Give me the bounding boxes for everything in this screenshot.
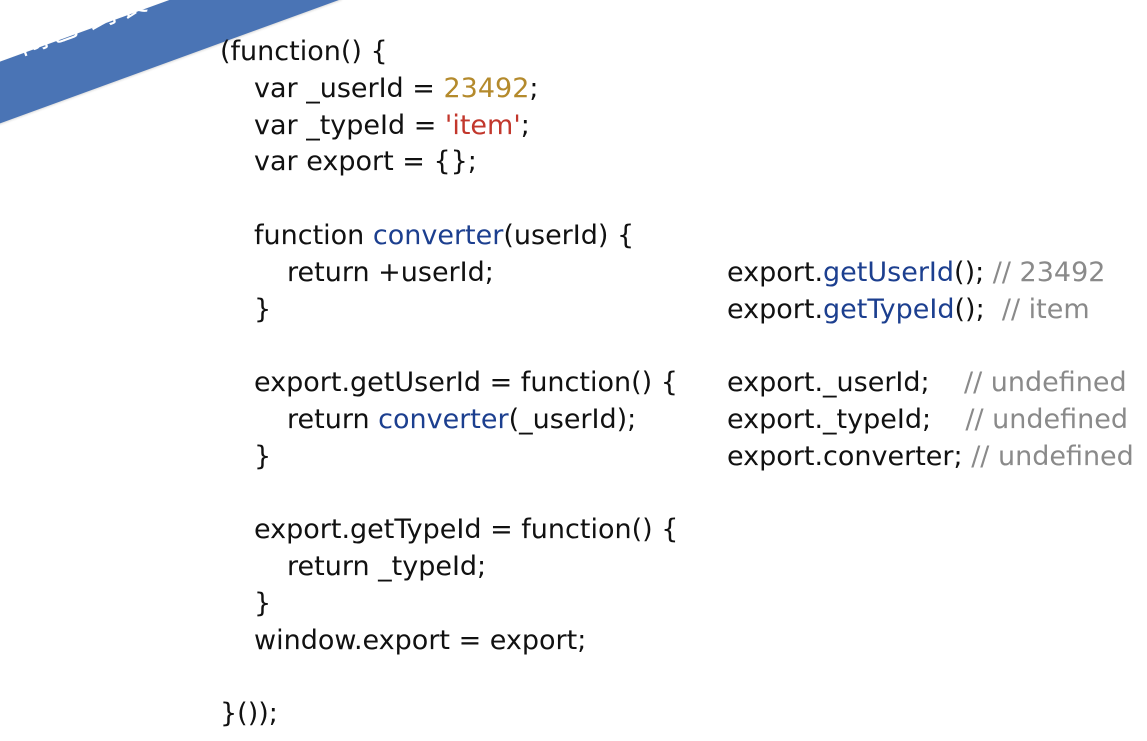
code-block-left: (function() {var _userId = 23492;var _ty… [220, 34, 720, 733]
code-token: converter [372, 219, 504, 251]
code-token: } [254, 293, 272, 325]
code-token: export.converter; [727, 440, 972, 472]
left_code-line [220, 660, 720, 697]
left_code-line: return _typeId; [220, 549, 720, 586]
code-token: export. [727, 293, 824, 325]
code-token: getUserId [823, 257, 955, 288]
code-token: export._typeId; [727, 404, 966, 436]
left_code-line [220, 181, 720, 218]
left_code-line [220, 476, 720, 513]
code-token: export._userId; [727, 367, 964, 399]
right_code-line [727, 329, 1137, 366]
code-token: getTypeId [823, 293, 955, 325]
left_code-line [220, 328, 720, 365]
right_code-line: export.getUserId(); // 23492 [727, 255, 1137, 292]
code-token: ; [520, 109, 530, 141]
code-token: } [254, 440, 272, 472]
code-token: export.getUserId = function() { [254, 367, 678, 399]
code-token: converter [378, 403, 509, 435]
code-token: // 23492 [992, 257, 1106, 288]
left_code-line: } [220, 586, 720, 623]
right_code-line: export._typeId; // undefined [727, 402, 1137, 439]
code-token: export. [727, 257, 824, 288]
left_code-line: return +userId; [220, 255, 720, 292]
code-token: function [254, 219, 373, 251]
right_code-line: export._userId; // undefined [727, 365, 1137, 402]
left_code-line: return converter(_userId); [220, 402, 720, 439]
left_code-line: export.getTypeId = function() { [220, 512, 720, 549]
code-token: (); [954, 293, 1002, 325]
left_code-line: }()); [220, 696, 720, 733]
left_code-line: var _userId = 23492; [220, 71, 720, 108]
left_code-line: window.export = export; [220, 623, 720, 660]
code-token: export.getTypeId = function() { [254, 514, 679, 546]
code-token: var export = {}; [254, 146, 477, 178]
left_code-line: (function() { [220, 34, 720, 71]
code-token: 23492 [443, 72, 530, 104]
left_code-line: export.getUserId = function() { [220, 365, 720, 402]
code-token: return _typeId; [287, 551, 487, 583]
code-token: }()); [220, 698, 278, 730]
right_code-line: export.getTypeId(); // item [727, 292, 1137, 329]
code-token: // undefined [965, 404, 1129, 436]
left_code-line: function converter(userId) { [220, 218, 720, 255]
code-token: (userId) { [503, 219, 635, 251]
code-token: (); [954, 257, 993, 288]
left_code-line: } [220, 439, 720, 476]
code-token: } [254, 587, 272, 619]
left_code-line: } [220, 292, 720, 329]
code-token: var _userId = [254, 72, 444, 104]
left_code-line: var _typeId = 'item'; [220, 108, 720, 145]
code-token: 'item' [444, 109, 521, 141]
code-token: (_userId); [508, 403, 637, 435]
code-token: ; [529, 72, 539, 104]
code-token: (function() { [220, 36, 388, 67]
left_code-line: var export = {}; [220, 144, 720, 181]
code-token: // undefined [963, 367, 1127, 399]
code-token: var _typeId = [254, 109, 445, 141]
code-token: return [287, 403, 379, 435]
code-token: // item [1001, 293, 1090, 325]
code-token: // undefined [971, 440, 1134, 472]
code-token: return +userId; [287, 256, 494, 288]
code-token: window.export = export; [254, 624, 587, 656]
right_code-line: export.converter; // undefined [727, 439, 1137, 476]
